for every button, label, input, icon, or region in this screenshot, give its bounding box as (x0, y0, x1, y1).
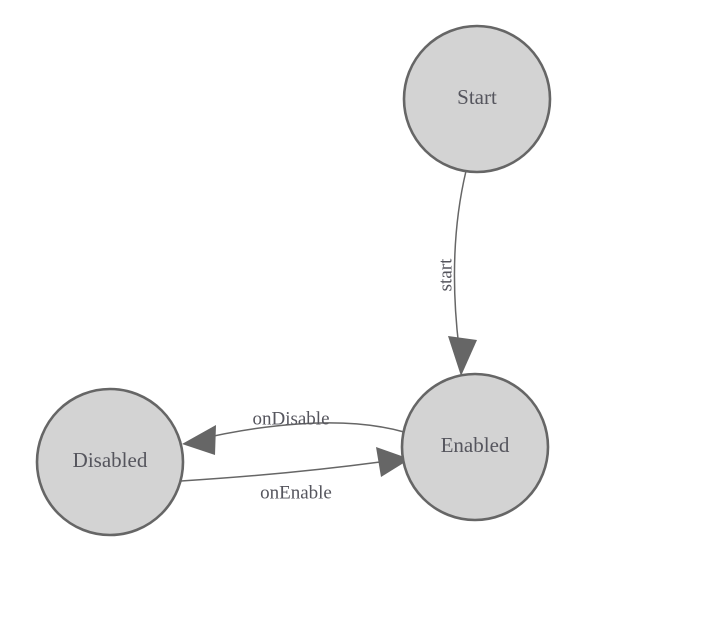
edge-label-onenable: onEnable (260, 482, 332, 503)
edge-enabled-to-disabled-arrowhead (182, 425, 216, 455)
edge-disabled-to-enabled-path (180, 461, 381, 482)
edge-start-to-enabled-arrowhead (448, 336, 477, 376)
edge-disabled-to-enabled[interactable]: onEnable (180, 447, 410, 503)
edge-disabled-to-enabled-arrowhead (376, 447, 410, 477)
node-disabled-label: Disabled (73, 448, 148, 472)
edge-label-ondisable: onDisable (252, 408, 329, 429)
node-enabled-label: Enabled (441, 433, 510, 457)
edge-label-start: start (435, 258, 456, 291)
node-disabled-circle (35, 387, 185, 537)
node-enabled[interactable]: Enabled (400, 372, 550, 522)
node-start-circle (402, 24, 552, 174)
node-disabled[interactable]: Disabled (35, 387, 185, 537)
edge-start-to-enabled-path (453, 170, 467, 349)
edge-enabled-to-disabled[interactable]: onDisable (182, 408, 405, 455)
node-enabled-circle (400, 372, 550, 522)
edge-start-to-enabled[interactable]: start (435, 170, 477, 376)
node-start-label: Start (457, 85, 497, 109)
edge-enabled-to-disabled-path (195, 422, 405, 441)
node-start[interactable]: Start (402, 24, 552, 174)
